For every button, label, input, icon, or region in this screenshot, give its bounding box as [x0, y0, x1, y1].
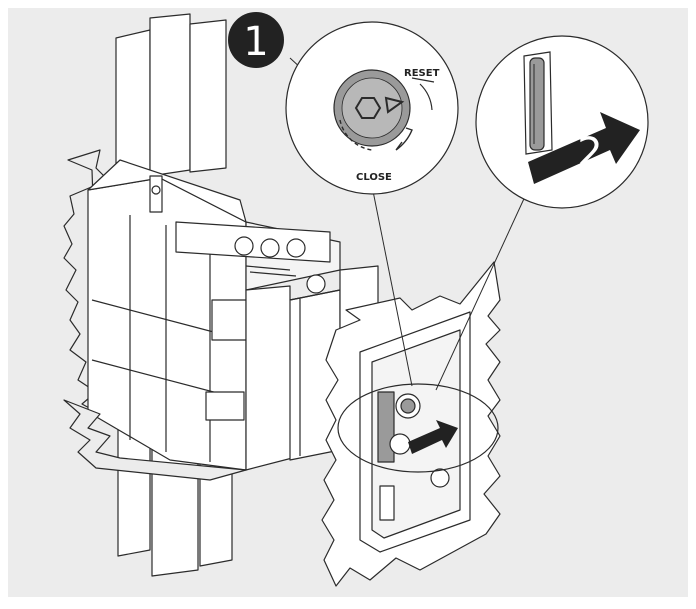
- terminal-ribs: [245, 265, 297, 277]
- detail-lens-2: [475, 35, 649, 209]
- top-plate-right: [189, 19, 227, 173]
- hex-socket-icon: [354, 97, 382, 119]
- rotate-arrow-icon: [395, 127, 413, 151]
- lock-slot: [379, 485, 395, 521]
- leader-line-1: [371, 185, 413, 387]
- reset-label: RESET: [404, 68, 440, 79]
- indicator-window: [389, 433, 411, 455]
- pull-arrow-small: [408, 420, 458, 454]
- handle-grip: [529, 57, 545, 151]
- rotation-arc: [339, 119, 373, 151]
- lower-indicator: [430, 468, 450, 488]
- step-2-number: 2: [577, 130, 602, 176]
- highlight-ellipse: [337, 383, 499, 473]
- close-label: CLOSE: [356, 172, 392, 183]
- door-panel: [321, 261, 501, 587]
- slide-handle[interactable]: [377, 391, 395, 463]
- reset-dial-core: [400, 398, 416, 414]
- step-1-badge: 1: [228, 12, 284, 68]
- lens-2-circle: [475, 35, 649, 209]
- front-dividers: [129, 215, 211, 462]
- breaker-top: [87, 159, 247, 223]
- top-plate-mid: [149, 13, 191, 177]
- step-1-circle: [228, 12, 284, 68]
- pull-arrow-icon: [528, 112, 640, 184]
- terminal-2: [260, 238, 280, 258]
- dial-face: [341, 77, 403, 139]
- module-edges: [289, 289, 341, 456]
- detail-lens-1: RESET CLOSE: [285, 21, 459, 195]
- leader-line-2: [435, 189, 529, 391]
- cradle-outline-bottom: [63, 399, 247, 481]
- terminal-1: [234, 236, 254, 256]
- step-1-number: 1: [243, 19, 268, 65]
- locking-screw: [306, 274, 326, 294]
- handle-hole: [151, 185, 161, 195]
- circuit-breaker: [63, 13, 379, 577]
- reset-arc: [411, 77, 435, 111]
- terminal-3: [286, 238, 306, 258]
- triangle-pointer-icon: [384, 96, 405, 114]
